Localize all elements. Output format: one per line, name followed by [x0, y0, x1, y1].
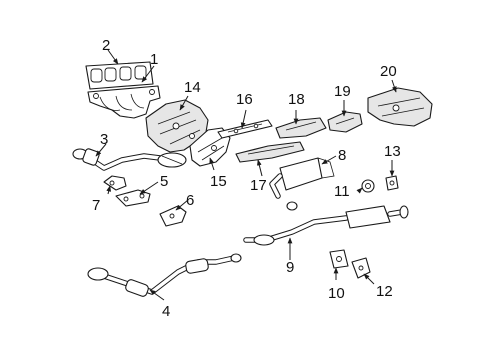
part-13-bracket — [385, 175, 399, 191]
part-20-heat-shield — [367, 87, 433, 127]
part-10-hanger — [329, 249, 349, 269]
part-6-bracket — [159, 205, 187, 227]
callout-1: 1 — [150, 51, 158, 68]
callout-8: 8 — [338, 147, 346, 164]
callout-5: 5 — [160, 173, 168, 190]
part-5-bracket — [115, 189, 151, 207]
callout-15: 15 — [210, 173, 227, 190]
callout-labels: 1 2 3 4 5 6 7 8 9 10 11 12 13 14 15 16 1… — [92, 37, 401, 320]
callout-7: 7 — [92, 197, 100, 214]
part-19-heat-shield — [327, 111, 363, 133]
callout-13: 13 — [384, 143, 401, 160]
leader-lines — [95, 49, 397, 301]
callout-6: 6 — [186, 192, 194, 209]
callout-10: 10 — [328, 285, 345, 302]
part-7-bracket — [103, 175, 127, 191]
part-18-heat-shield — [275, 117, 327, 139]
callout-9: 9 — [286, 259, 294, 276]
part-12-clamp — [351, 257, 371, 279]
callout-3: 3 — [100, 131, 108, 148]
callout-16: 16 — [236, 91, 253, 108]
part-1-exhaust-manifold — [87, 85, 161, 119]
part-11-hanger — [361, 179, 375, 193]
callout-14: 14 — [184, 79, 201, 96]
callout-18: 18 — [288, 91, 305, 108]
part-3-front-pipe — [72, 148, 187, 171]
part-15-heat-shield-bracket — [189, 127, 231, 167]
callout-11: 11 — [334, 183, 350, 200]
part-2-manifold-gasket — [85, 61, 154, 90]
part-4-pipe-assembly — [87, 253, 242, 297]
callout-4: 4 — [162, 303, 170, 320]
part-8-muffler — [269, 157, 335, 211]
callout-12: 12 — [376, 283, 393, 300]
part-17-heat-shield — [235, 141, 305, 163]
part-16-heat-shield — [217, 119, 273, 139]
callout-20: 20 — [380, 63, 397, 80]
callout-2: 2 — [102, 37, 110, 54]
part-9-intermediate-pipe — [243, 205, 409, 246]
callout-19: 19 — [334, 83, 351, 100]
callout-17: 17 — [250, 177, 267, 194]
